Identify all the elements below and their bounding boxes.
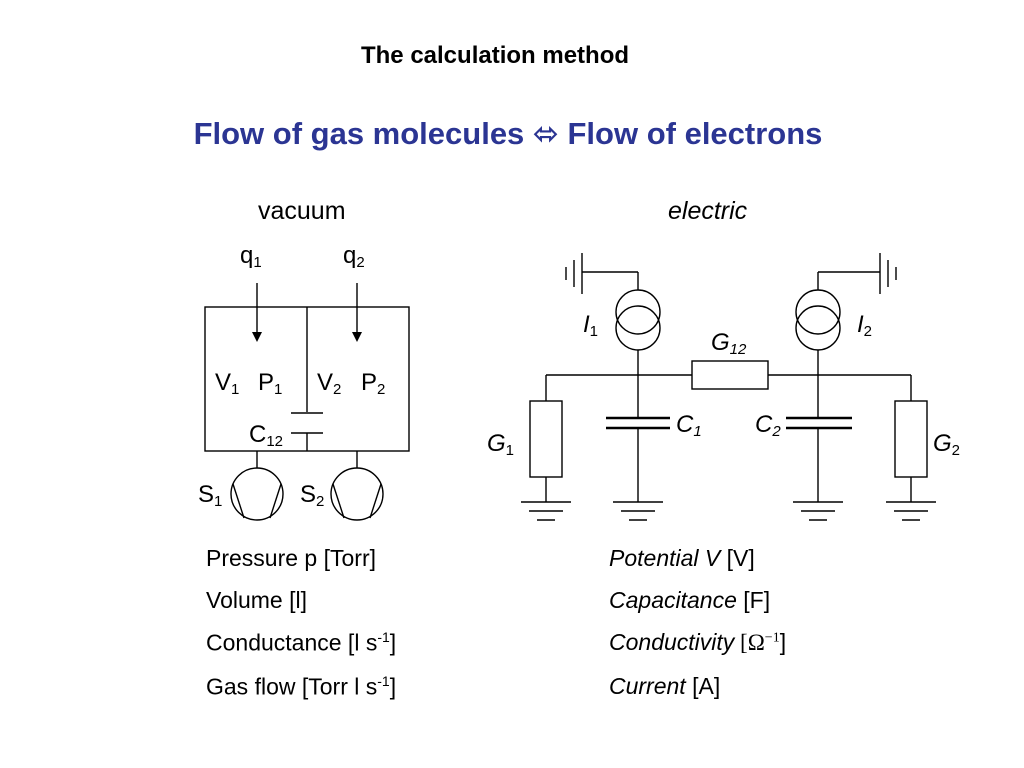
vacuum-quantity-pressure: Pressure p [Torr] — [206, 545, 376, 571]
s1-label: S1 — [198, 481, 223, 510]
g2-label: G2 — [933, 430, 961, 459]
ground-top-left-icon — [565, 253, 639, 294]
ground-g1-icon — [521, 501, 571, 521]
p2-label: P2 — [361, 369, 386, 398]
resistor-g1 — [529, 400, 563, 478]
ground-c1-icon — [613, 501, 663, 521]
electric-quantity-potential: Potential V [V] — [609, 545, 755, 571]
q2-label: q2 — [343, 242, 365, 271]
pump2-icon — [330, 467, 384, 521]
c2-label: C2 — [755, 411, 781, 440]
resistor-g2 — [894, 400, 928, 478]
s2-label: S2 — [300, 481, 325, 510]
electric-quantity-current: Current [A] — [609, 673, 721, 699]
ground-top-right-icon — [817, 253, 897, 294]
i2-label: I2 — [857, 311, 873, 340]
pump1-icon — [230, 467, 284, 521]
g1-label: G1 — [487, 430, 515, 459]
ground-g2-icon — [886, 501, 936, 521]
electric-quantity-conductivity: Conductivity [Ω−1] — [609, 629, 787, 655]
q1-label: q1 — [240, 242, 262, 271]
c1-label: C1 — [676, 411, 702, 440]
v2-label: V2 — [317, 369, 342, 398]
current-source-1-icon — [615, 289, 661, 351]
vacuum-quantity-gas-flow: Gas flow [Torr l s-1] — [206, 673, 397, 700]
vacuum-heading: vacuum — [258, 197, 346, 225]
current-source-2-icon — [795, 289, 841, 351]
i1-label: I1 — [583, 311, 599, 340]
electric-heading: electric — [668, 197, 748, 225]
vacuum-diagram — [204, 283, 410, 521]
vacuum-quantity-volume: Volume [l] — [206, 587, 307, 613]
electric-circuit — [521, 253, 936, 521]
slide-subtitle: Flow of gas molecules ⬄ Flow of electron… — [193, 116, 823, 151]
v1-label: V1 — [215, 369, 240, 398]
vacuum-quantity-conductance: Conductance [l s-1] — [206, 629, 397, 656]
electric-quantity-capacitance: Capacitance [F] — [609, 587, 771, 613]
slide-title: The calculation method — [360, 42, 630, 69]
p1-label: P1 — [258, 369, 283, 398]
resistor-g12 — [691, 360, 769, 390]
c12-label: C12 — [249, 421, 284, 450]
ground-c2-icon — [793, 501, 843, 521]
g12-label: G12 — [711, 329, 747, 358]
